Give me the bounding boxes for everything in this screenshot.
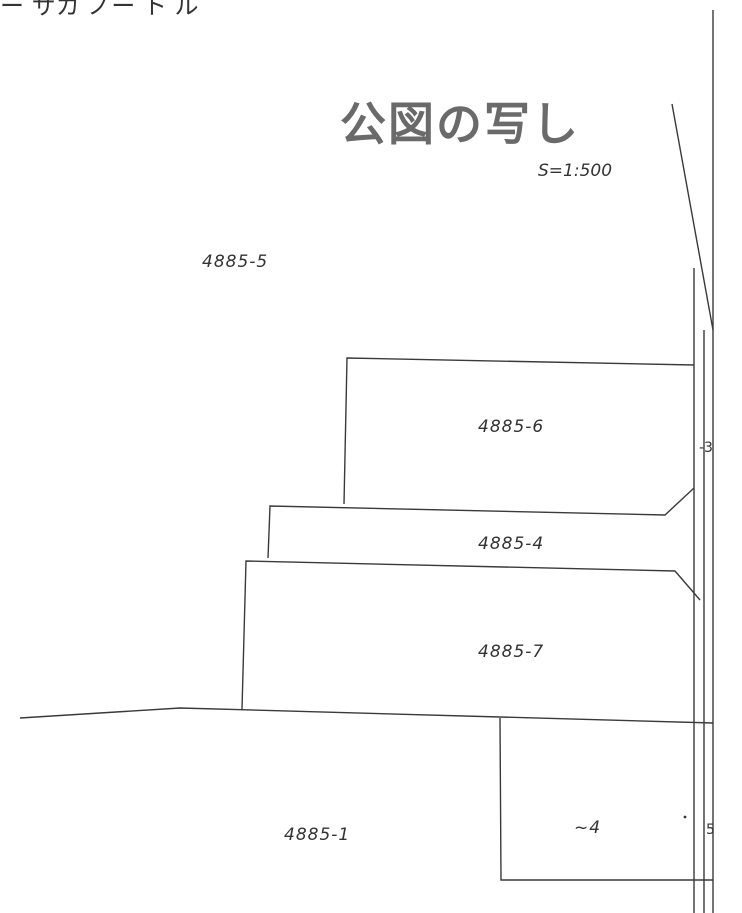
diagonal-boundary [671, 103, 714, 331]
parcel-4885-4-boundary [267, 487, 695, 559]
parcel-label-minus4: ~4 [574, 818, 601, 838]
parcel-4885-6-boundary [343, 357, 695, 505]
parcel-label-4885-5: 4885-5 [202, 252, 268, 272]
scale-label: S=1:500 [538, 161, 612, 181]
parcel-label-4885-4: 4885-4 [478, 534, 544, 554]
parcel-label-4885-6: 4885-6 [478, 417, 544, 437]
header-fragment: ー サカ ノー ト ル [0, 0, 199, 20]
main-boundary-line [19, 707, 714, 724]
parcel-label-4885-1: 4885-1 [284, 825, 350, 845]
stamp-title: 公図の写し [340, 97, 580, 151]
parcel-minus4-boundary [499, 717, 713, 881]
parcel-4885-7-boundary [241, 560, 701, 710]
edge-label-3: -3 [699, 440, 713, 456]
speck-mark [683, 815, 687, 819]
edge-label-5: 5 [706, 822, 715, 838]
parcel-label-4885-7: 4885-7 [478, 642, 544, 662]
